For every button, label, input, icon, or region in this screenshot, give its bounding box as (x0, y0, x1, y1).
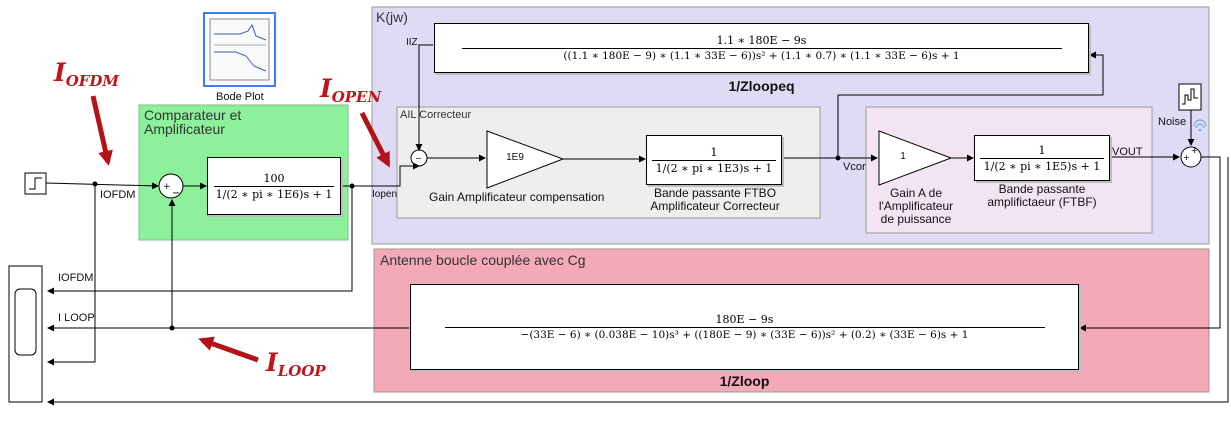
signal-iopen: Iopen (372, 189, 398, 200)
annotation-iloop-main: I (266, 348, 278, 377)
sum-comparateur[interactable]: + − (158, 173, 184, 199)
zloopeq-den: ((1.1 ∗ 180E − 9) ∗ (1.1 ∗ 33E − 6))s² +… (563, 49, 960, 62)
bode-plot-label: Bode Plot (216, 91, 264, 103)
svg-text:+: + (1191, 146, 1198, 155)
ail-title: AIL Correcteur (400, 109, 472, 121)
ftbf-label: Bande passante amplifictaeur (FTBF) (972, 183, 1112, 209)
svg-text:+: + (1183, 153, 1190, 162)
ftbf-den: 1/(2 ∗ pi ∗ 1E5)s + 1 (983, 159, 1101, 173)
signal-vout: VOUT (1112, 146, 1143, 158)
gain-puissance-triangle[interactable] (878, 130, 953, 186)
annotation-iopen-main: I (320, 74, 332, 103)
signal-vcor: Vcor (843, 161, 866, 173)
ftbo-label-line2: Amplificateur Correcteur (650, 199, 780, 213)
antenne-title: Antenne boucle couplée avec Cg (380, 252, 586, 268)
amplificateur-den: 1/(2 ∗ pi ∗ 1E6)s + 1 (215, 187, 333, 201)
ftbf-num: 1 (1038, 143, 1046, 157)
gain-puissance-label: Gain A de l'Amplificateur de puissance (866, 187, 966, 226)
sum-output[interactable]: + + (1180, 146, 1202, 168)
signal-iofdm: IOFDM (100, 189, 136, 201)
zloop-transfer-function: 180E − 9s −(33E − 6) ∗ (0.038E − 10)s³ +… (410, 284, 1079, 370)
gain-puissance-label-line2: l'Amplificateur (878, 199, 954, 213)
gain-correcteur-label: Gain Amplificateur compensation (429, 190, 605, 204)
step-source-block[interactable] (24, 172, 47, 195)
sum-correcteur[interactable]: − (410, 149, 428, 167)
noise-label: Noise (1158, 116, 1187, 128)
zloopeq-transfer-function: 1.1 ∗ 180E − 9s ((1.1 ∗ 180E − 9) ∗ (1.1… (434, 23, 1089, 73)
zloopeq-num: 1.1 ∗ 180E − 9s (716, 33, 807, 47)
svg-text:+: + (163, 182, 171, 192)
bode-plot-block[interactable] (203, 12, 276, 87)
comparateur-title-line1: Comparateur et (144, 107, 242, 123)
svg-text:−: − (172, 188, 180, 199)
gain-puissance-label-line3: de puissance (880, 212, 952, 226)
ftbf-label-line1: Bande passante (998, 182, 1086, 196)
ftbo-num: 1 (710, 145, 718, 159)
annotation-iloop: ILOOP (266, 348, 326, 380)
ftbf-label-line2: amplifictaeur (FTBF) (987, 195, 1097, 209)
annotation-iopen: IOPEN (320, 74, 381, 106)
scope-signal-iloop: I LOOP (58, 312, 95, 324)
annotation-iopen-sub: OPEN (331, 88, 382, 106)
annotation-arrows (90, 95, 391, 363)
ftbo-label-line1: Bande passante FTBO (653, 186, 777, 200)
junction-dots (92, 155, 841, 331)
annotation-iofdm: IOFDM (54, 58, 119, 90)
noise-block[interactable] (1178, 83, 1202, 111)
zloop-num: 180E − 9s (715, 312, 774, 326)
zloop-name: 1/Zloop (719, 373, 770, 389)
gain-correcteur-triangle[interactable] (486, 130, 565, 189)
signal-wires (45, 44, 1229, 406)
wifi-icon (1193, 119, 1207, 132)
zloop-den: −(33E − 6) ∗ (0.038E − 10)s³ + ((180E − … (520, 328, 969, 341)
annotation-iofdm-main: I (54, 58, 66, 87)
ftbf-transfer-function: 1 1/(2 ∗ pi ∗ 1E5)s + 1 (974, 135, 1110, 181)
gain-puissance-label-line1: Gain A de (889, 186, 943, 200)
annotation-iloop-sub: LOOP (277, 362, 326, 380)
gain-puissance-value: 1 (900, 151, 906, 162)
comparateur-title: Comparateur et Amplificateur (144, 108, 241, 136)
comparateur-title-line2: Amplificateur (144, 121, 225, 137)
zloopeq-name: 1/Zloopeq (728, 78, 795, 94)
ftbo-label: Bande passante FTBO Amplificateur Correc… (630, 187, 800, 213)
annotation-iofdm-sub: OFDM (65, 72, 120, 90)
gain-correcteur-value: 1E9 (506, 152, 524, 163)
amplificateur-num: 100 (263, 171, 285, 185)
ftbo-den: 1/(2 ∗ pi ∗ 1E3)s + 1 (655, 161, 773, 175)
ftbo-transfer-function: 1 1/(2 ∗ pi ∗ 1E3)s + 1 (646, 135, 782, 185)
scope-signal-iofdm: IOFDM (58, 272, 94, 284)
amplificateur-transfer-function: 100 1/(2 ∗ pi ∗ 1E6)s + 1 (207, 157, 341, 215)
svg-text:−: − (415, 154, 422, 163)
scope-block[interactable] (8, 265, 43, 403)
signal-iiz: IIZ (406, 37, 418, 48)
kjw-title: K(jw) (376, 9, 408, 25)
